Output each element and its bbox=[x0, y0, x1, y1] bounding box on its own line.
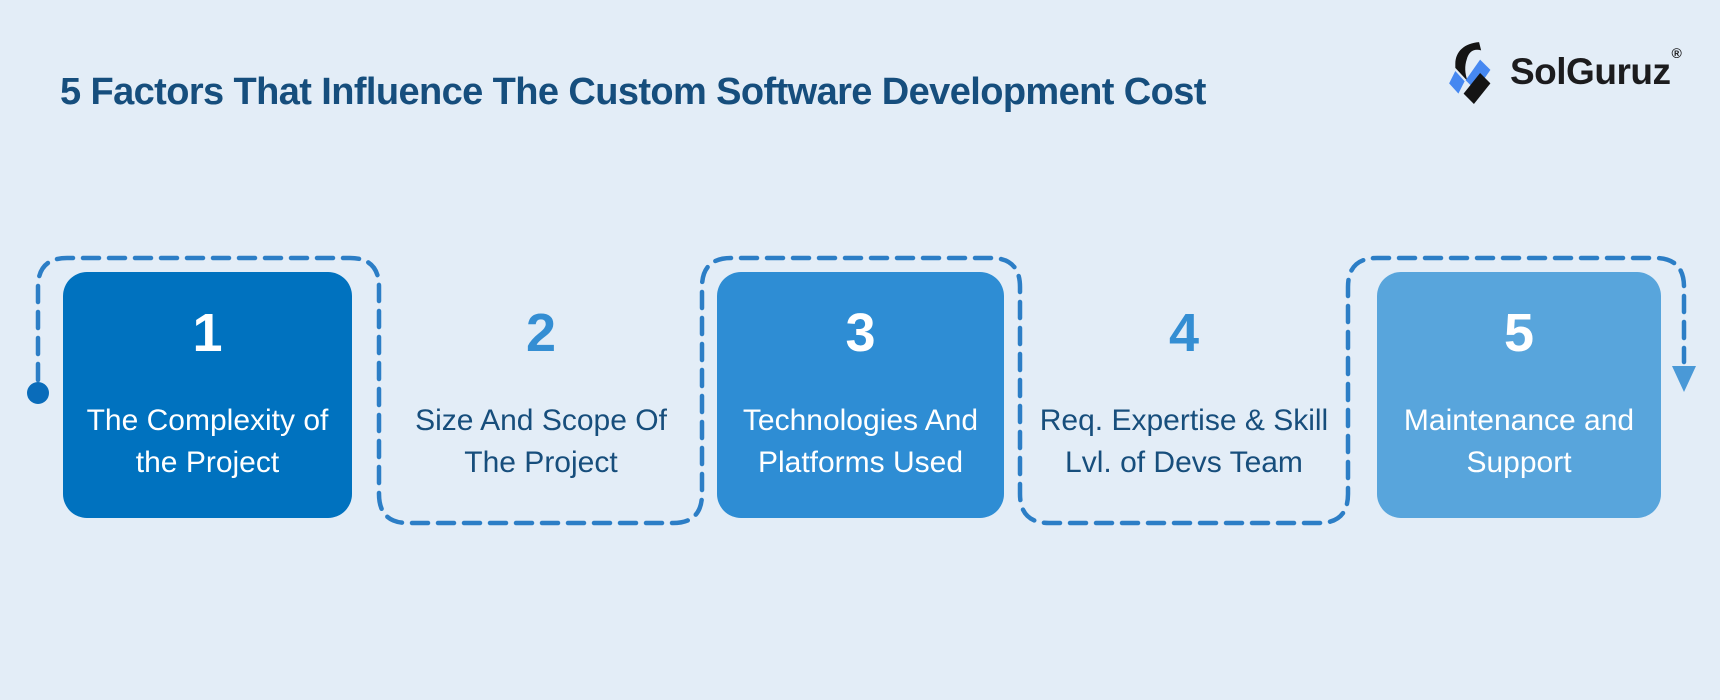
factor-label-line1: Req. Expertise & Skill bbox=[1039, 404, 1329, 437]
factor-number: 2 bbox=[525, 303, 557, 363]
factor-label-line1: The Complexity of bbox=[86, 404, 329, 437]
flow-dashed-path bbox=[35, 255, 1687, 526]
flow-arrowhead-icon bbox=[1672, 366, 1696, 392]
factor-number: 3 bbox=[845, 303, 876, 363]
factor-label-line2: Lvl. of Devs Team bbox=[1065, 446, 1303, 479]
factor-label-line2: the Project bbox=[135, 446, 280, 479]
factor-label: Maintenance and Support bbox=[1404, 400, 1634, 484]
solguruz-logo-icon bbox=[1449, 42, 1491, 104]
logo-text: SolGuruz® bbox=[1510, 45, 1682, 92]
factor-label: The Complexity of the Project bbox=[87, 400, 329, 484]
factor-card-5: 5 Maintenance and Support bbox=[1377, 272, 1661, 518]
page-title: 5 Factors That Influence The Custom Soft… bbox=[60, 71, 1206, 114]
factor-number: 1 bbox=[192, 303, 223, 363]
factor-card-3: 3 Technologies And Platforms Used bbox=[717, 272, 1004, 518]
factor-label-line1: Maintenance and bbox=[1403, 404, 1635, 437]
factor-card-2: 2 Size And Scope Of The Project bbox=[396, 272, 686, 518]
registered-mark: ® bbox=[1671, 45, 1682, 61]
factor-label: Size And Scope Of The Project bbox=[415, 400, 667, 484]
factor-label: Technologies And Platforms Used bbox=[743, 400, 978, 484]
factor-label-line2: The Project bbox=[464, 446, 618, 479]
factor-label-line2: Platforms Used bbox=[757, 446, 964, 479]
factor-label-line2: Support bbox=[1466, 446, 1572, 479]
factor-label-line1: Technologies And bbox=[742, 404, 979, 437]
factor-card-1: 1 The Complexity of the Project bbox=[63, 272, 352, 518]
factor-label-line1: Size And Scope Of bbox=[415, 404, 667, 437]
factor-number: 5 bbox=[1503, 303, 1535, 363]
factor-number: 4 bbox=[1168, 303, 1200, 363]
factor-card-4: 4 Req. Expertise & Skill Lvl. of Devs Te… bbox=[1036, 272, 1332, 518]
logo: SolGuruz® bbox=[1448, 40, 1682, 104]
flow-start-dot bbox=[27, 382, 49, 404]
factor-label: Req. Expertise & Skill Lvl. of Devs Team bbox=[1040, 400, 1328, 484]
